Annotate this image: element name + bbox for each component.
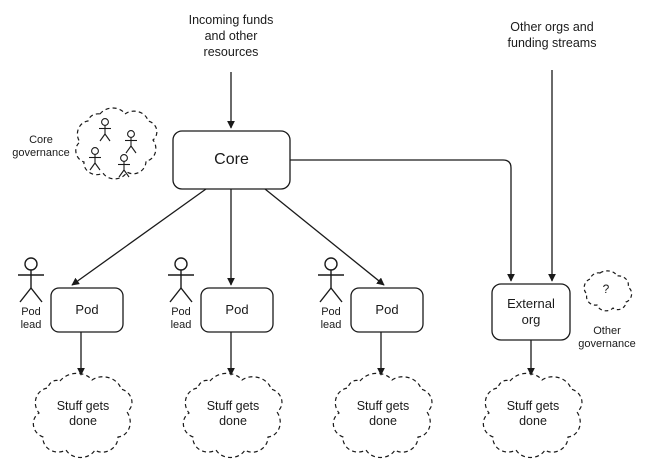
cloud-other-governance	[583, 270, 633, 312]
pod-lead-figure-3	[318, 257, 344, 303]
edge-core-to-external-org	[290, 159, 515, 282]
cloud-outcome-2	[182, 372, 283, 459]
label-other-orgs: Other orgs and funding streams	[507, 20, 597, 50]
core-governance-person-3	[89, 147, 101, 171]
cloud-outcome-4	[482, 372, 583, 459]
core-governance-person-1	[99, 118, 111, 142]
label-core-governance: Core governance	[12, 134, 70, 160]
label-pod-lead-1: Pod lead	[20, 306, 42, 332]
pod-lead-figure-1	[18, 257, 44, 303]
core-governance-person-4	[118, 154, 130, 178]
node-pod-3[interactable]	[350, 287, 424, 333]
cloud-core-governance	[75, 107, 158, 180]
label-other-governance: Other governance	[578, 325, 636, 351]
label-pod-lead-3: Pod lead	[320, 306, 342, 332]
edge-core-to-pod-1	[71, 188, 207, 286]
edge-core-to-pod-3	[264, 188, 385, 286]
label-pod-lead-2: Pod lead	[170, 306, 192, 332]
label-incoming-funds: Incoming funds and other resources	[188, 13, 274, 59]
cloud-outcome-3	[332, 372, 433, 459]
node-pod-2[interactable]	[200, 287, 274, 333]
node-external-org[interactable]	[491, 283, 571, 341]
cloud-outcome-1	[32, 372, 133, 459]
core-governance-person-2	[125, 130, 137, 154]
node-pod-1[interactable]	[50, 287, 124, 333]
node-core[interactable]	[172, 130, 291, 190]
pod-lead-figure-2	[168, 257, 194, 303]
